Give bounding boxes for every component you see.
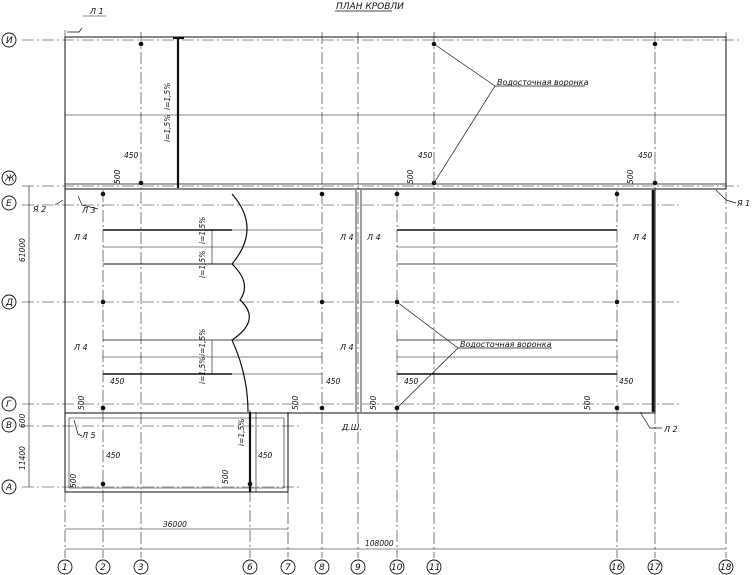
axis-bubbles-bottom (57, 559, 734, 575)
detail-l4-b: Л 4 (339, 233, 354, 242)
axis-label-9: 9 (355, 563, 361, 573)
axis-bubbles-left (1, 32, 17, 495)
axis-label-E: Е (6, 199, 12, 209)
funnel-callout-lower: Водосточная воронка (460, 340, 552, 349)
slope-label-4: i=1,5% (198, 251, 207, 278)
detail-dsh: Д.Ш. (341, 423, 362, 432)
axis-label-G: Г (6, 400, 12, 410)
axis-label-1: 1 (62, 563, 68, 573)
axis-label-I: И (6, 36, 13, 46)
funnel-offset-500-2: 500 (406, 169, 415, 184)
dimension-lines (28, 186, 726, 550)
slope-label-7: i=1,5% (237, 419, 246, 446)
slope-label-5: i=1,5% (198, 329, 207, 356)
lower-width-label: 11400 (18, 446, 27, 470)
funnel-offset-5: 450 (326, 377, 341, 386)
axis-label-10: 10 (391, 563, 403, 573)
detail-ya2: Я 2 (32, 205, 46, 214)
overall-length-label: 108000 (365, 539, 394, 548)
axis-label-7: 7 (285, 563, 291, 573)
middle-roof-outline (64, 188, 656, 414)
axis-label-8: 8 (319, 563, 325, 573)
axis-label-3: 3 (138, 563, 144, 573)
funnel-offset-500-1: 500 (113, 169, 122, 184)
funnel-offset-2: 450 (418, 151, 433, 160)
upper-roof-outline (64, 36, 727, 190)
funnel-offset-4: 450 (110, 377, 125, 386)
axis-label-A: А (5, 483, 12, 493)
slope-label-1: i=1,5% (163, 83, 172, 110)
axis-label-17: 17 (649, 563, 661, 573)
funnel-offset-500-7: 500 (583, 395, 592, 410)
axis-label-2: 2 (100, 563, 106, 573)
funnel-offset-500-4: 500 (77, 395, 86, 410)
axis-label-V: В (6, 421, 12, 431)
drawing-title: ПЛАН КРОВЛИ (336, 2, 404, 12)
funnel-offset-9: 450 (258, 451, 273, 460)
detail-l3: Л 3 (81, 206, 96, 215)
funnel-offset-1: 450 (124, 151, 139, 160)
axis-label-Zh: Ж (4, 174, 15, 184)
leader-lines (54, 27, 737, 437)
axis-label-11: 11 (429, 563, 440, 573)
funnel-offset-500-5: 500 (291, 395, 300, 410)
funnel-offset-500-6: 500 (369, 395, 378, 410)
detail-l1: Л 1 (89, 7, 104, 16)
detail-l2: Л 2 (663, 425, 678, 434)
slope-label-3: i=1,5% (198, 217, 207, 244)
slope-label-6: i=1,5% (198, 357, 207, 384)
slope-label-2: i=1,5% (163, 115, 172, 142)
funnel-offset-7: 450 (619, 377, 634, 386)
axis-label-16: 16 (611, 563, 623, 573)
v-offset-label: 600 (18, 413, 27, 428)
detail-l4-d: Л 4 (632, 233, 647, 242)
detail-ya1: Я 1 (736, 199, 750, 208)
funnel-callout-upper: Водосточная воронка (497, 78, 589, 87)
axis-label-6: 6 (247, 563, 253, 573)
upper-width-label: 61000 (18, 238, 27, 262)
funnel-offset-500-3: 500 (626, 169, 635, 184)
detail-l4-f: Л 4 (339, 343, 354, 352)
detail-l4-a: Л 4 (73, 233, 88, 242)
funnel-offset-8: 450 (106, 451, 121, 460)
horizontal-axis-lines (22, 39, 742, 488)
funnel-offset-3: 450 (638, 151, 653, 160)
detail-l4-e: Л 4 (73, 343, 88, 352)
funnel-offset-500-8: 500 (69, 473, 78, 488)
detail-l5: Л 5 (81, 431, 96, 440)
funnel-offset-6: 450 (404, 377, 419, 386)
axis-label-D: Д (5, 298, 13, 308)
annex-length-label: 36000 (163, 520, 187, 529)
axis-label-18: 18 (720, 563, 732, 573)
funnel-offset-500-9: 500 (221, 469, 230, 484)
detail-l4-c: Л 4 (366, 233, 381, 242)
annex-roof-outline (64, 412, 289, 493)
